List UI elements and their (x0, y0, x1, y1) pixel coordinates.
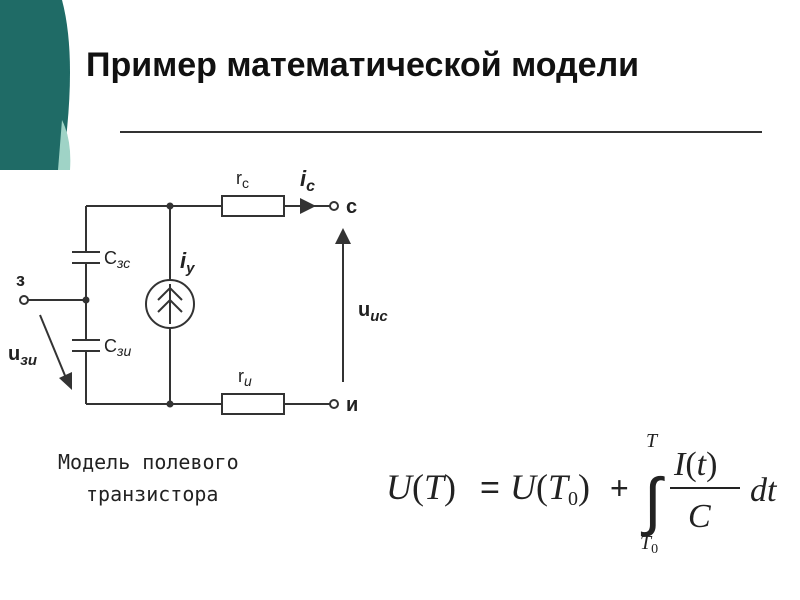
formula-denominator: C (688, 498, 711, 535)
uic-arrow-head-icon (335, 228, 351, 244)
formula-lower-limit: T0 (640, 532, 658, 555)
caption-line-2: транзистора (86, 482, 219, 506)
label-rc: rc (236, 168, 249, 191)
formula-numerator: I(t) (673, 446, 717, 483)
formula-dt: dt (750, 472, 778, 509)
integral-formula: U(T) = U(T0) + ∫ T T0 I(t) C dt (386, 430, 778, 555)
junction-bottom (166, 400, 174, 408)
caption-line-1: Модель полевого (58, 450, 239, 474)
terminal-label-i: и (346, 394, 358, 416)
label-czi: Cзи (104, 336, 132, 359)
formula-equals: = (480, 469, 500, 507)
label-ic: ic (300, 166, 315, 195)
formula-upper-limit: T (646, 430, 659, 452)
label-iy: iy (180, 248, 195, 277)
current-source-icon (145, 279, 195, 329)
resistor-ri (221, 393, 285, 415)
figure-caption: Модель полевого транзистора (58, 446, 239, 510)
formula-rhs: U(T0) (510, 467, 590, 510)
formula-plus: + (610, 470, 629, 506)
formula-lhs: U(T) (386, 467, 456, 507)
junction-top (166, 202, 174, 210)
title-divider (120, 131, 762, 133)
page-title: Пример математической модели (86, 46, 640, 84)
label-uzi: uзи (8, 343, 37, 369)
terminal-label-z: з (16, 270, 25, 290)
resistor-rc (221, 195, 285, 217)
transistor-circuit-diagram: rc ic c Cзс iy з uис uзи Cзи rи и (8, 166, 388, 416)
terminal-source (329, 399, 339, 409)
uzi-arrow-line (39, 314, 67, 379)
terminal-drain (329, 201, 339, 211)
uzi-arrow-head-icon (59, 372, 72, 390)
decorative-corner-shape (0, 0, 71, 170)
label-czc: Cзс (104, 248, 130, 271)
label-ri: rи (238, 366, 252, 389)
label-uic: uис (358, 299, 388, 325)
fraction-bar (670, 487, 740, 489)
integral-sign-icon: ∫ (640, 465, 665, 537)
junction-gate (82, 296, 90, 304)
terminal-label-c: c (346, 196, 357, 218)
terminal-gate (19, 295, 29, 305)
ic-arrow-icon (300, 198, 316, 214)
